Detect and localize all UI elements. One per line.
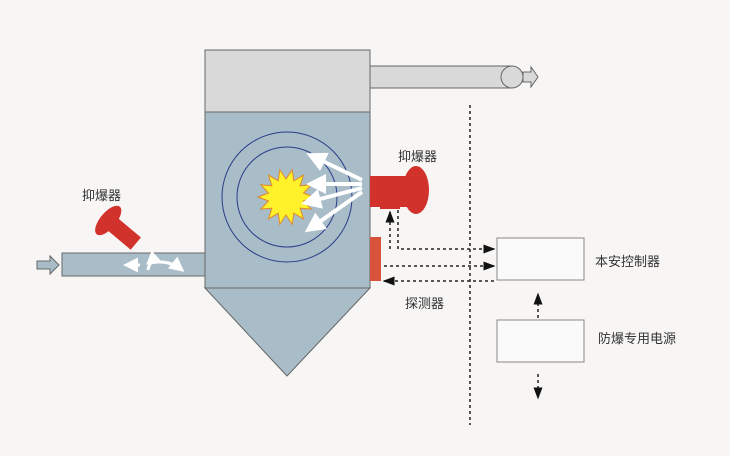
suppressor-left-label: 抑爆器 <box>82 189 122 204</box>
controller-label: 本安控制器 <box>595 255 661 270</box>
suppressor-top-label: 抑爆器 <box>398 150 438 165</box>
inlet-pipe <box>36 252 206 277</box>
power-supply-box <box>496 319 585 363</box>
suppression-arrows <box>301 152 364 233</box>
detector <box>370 237 381 281</box>
explosion-icon <box>256 168 316 226</box>
vessel-top <box>204 49 371 113</box>
controller-box <box>496 237 585 281</box>
inlet-suppression-arrows <box>123 250 185 273</box>
suppressor-left <box>95 205 141 250</box>
detector-label: 探测器 <box>405 297 445 312</box>
suppressor-right <box>370 166 429 214</box>
exhaust-pipe <box>369 65 539 89</box>
power-supply-label: 防爆专用电源 <box>598 332 677 347</box>
vessel-hopper <box>203 287 372 377</box>
signal-lines <box>382 210 543 400</box>
pressure-wave-inner <box>236 146 338 248</box>
